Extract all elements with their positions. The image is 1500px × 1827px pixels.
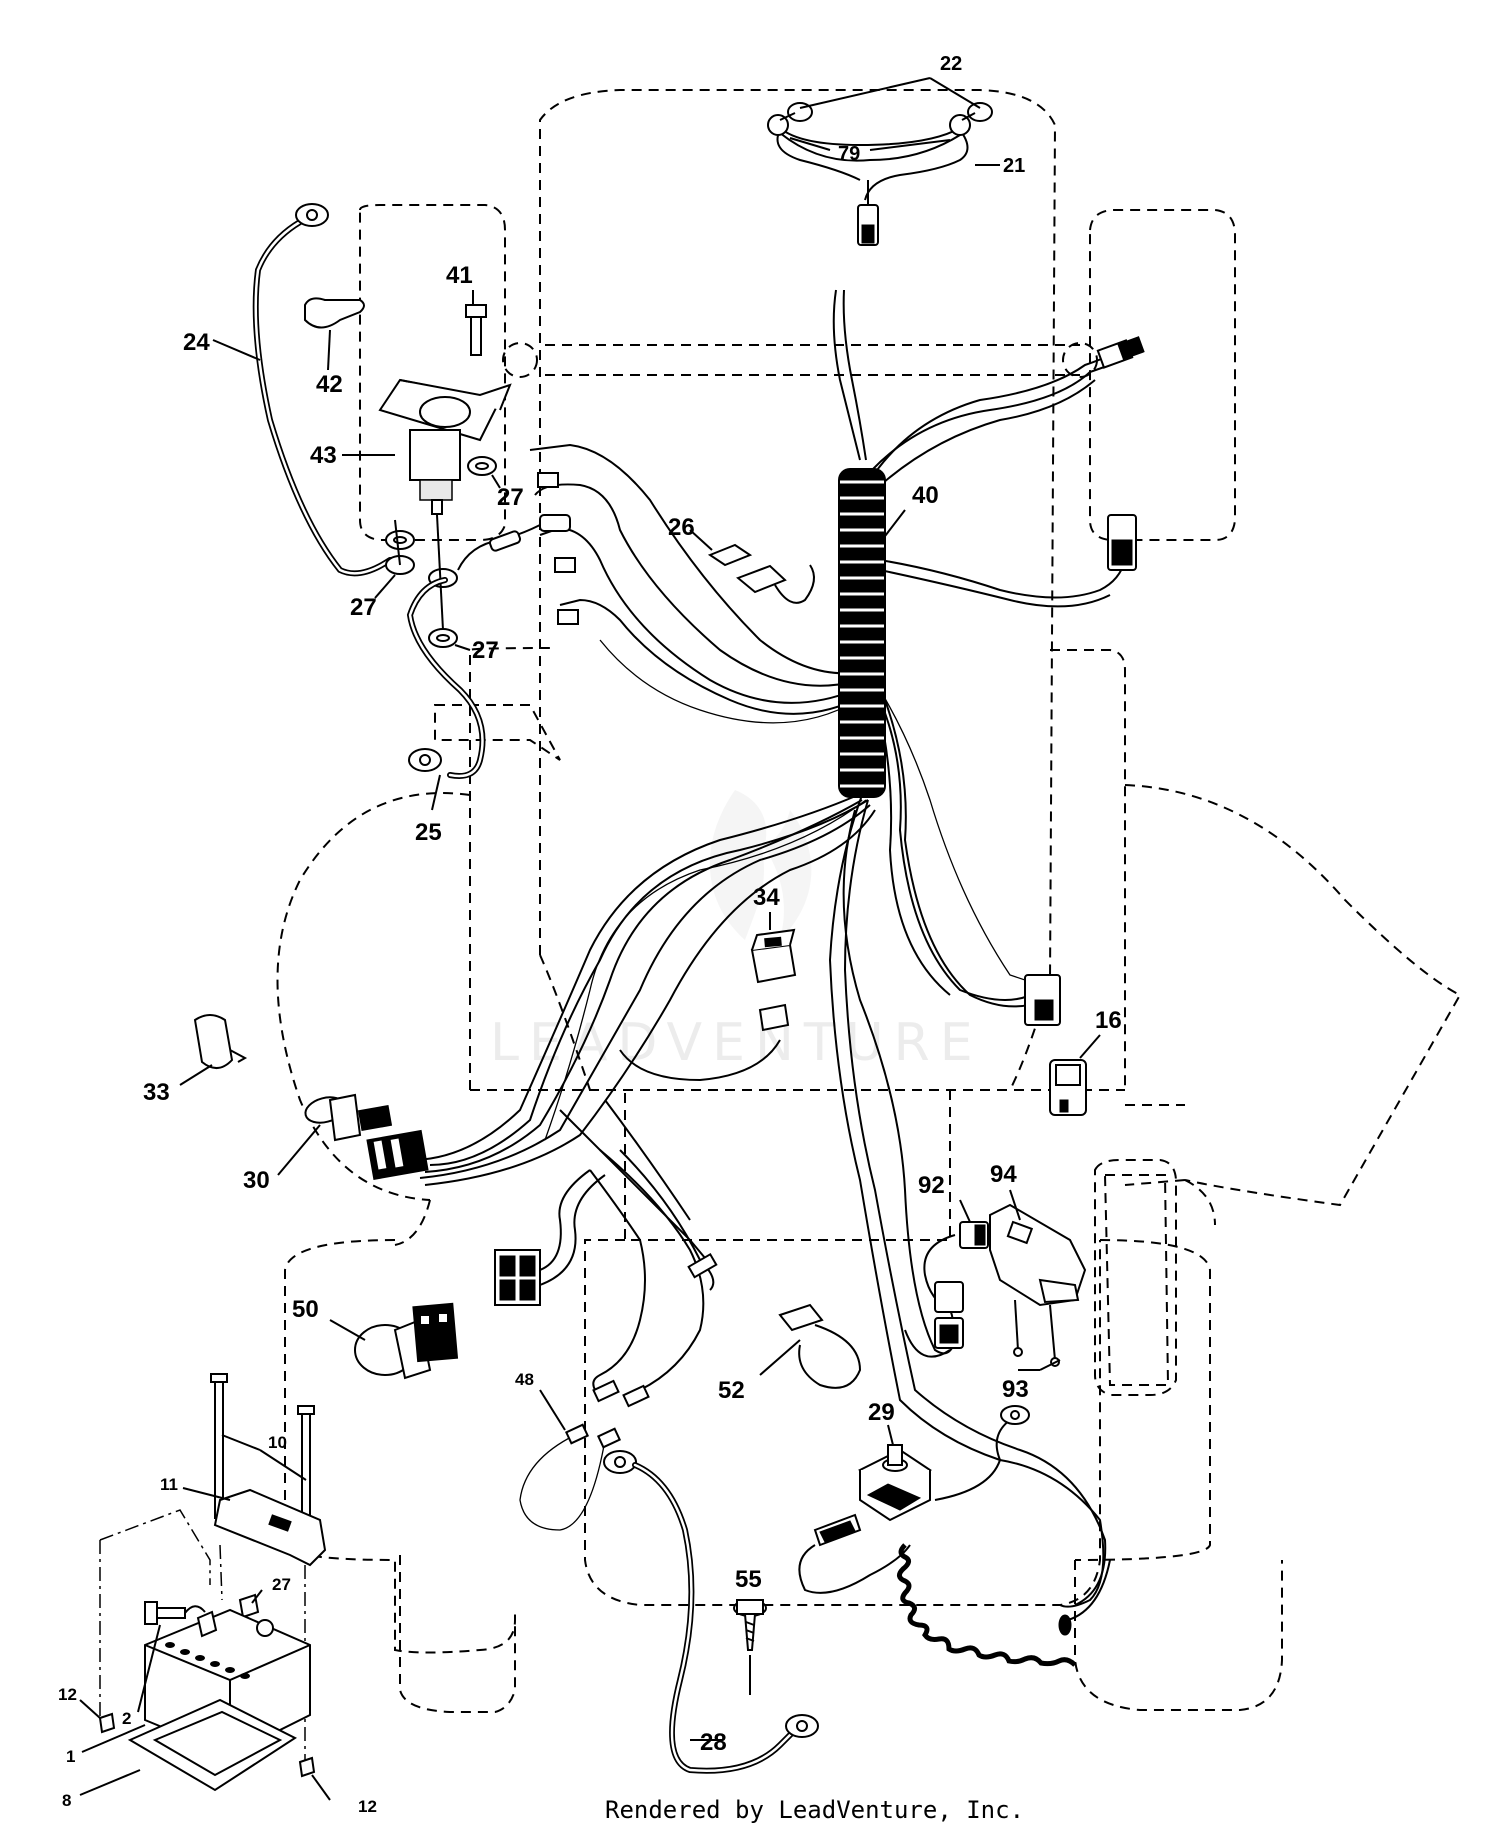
ignition-switch-30 bbox=[304, 1093, 429, 1180]
callout-28: 28 bbox=[700, 1729, 727, 1756]
callout-79: 79 bbox=[838, 143, 860, 165]
callout-16: 16 bbox=[1095, 1007, 1122, 1034]
callout-12-left: 12 bbox=[58, 1685, 77, 1704]
callout-1: 1 bbox=[66, 1747, 75, 1766]
callout-40: 40 bbox=[912, 482, 939, 509]
callout-48: 48 bbox=[515, 1370, 534, 1389]
main-wire-harness bbox=[414, 289, 1126, 1608]
connector-16 bbox=[1049, 1059, 1087, 1116]
callout-52: 52 bbox=[718, 1377, 745, 1404]
bulb-right bbox=[949, 102, 993, 136]
screw-55 bbox=[733, 1599, 767, 1695]
callout-12-right: 12 bbox=[358, 1797, 377, 1816]
pto-switch-50 bbox=[354, 1302, 459, 1380]
tractor-frame-outline bbox=[276, 89, 1462, 1713]
lead-wire-48 bbox=[519, 1423, 622, 1531]
connector-26 bbox=[707, 543, 815, 604]
terminal-wires bbox=[559, 1099, 718, 1408]
callout-29: 29 bbox=[868, 1399, 895, 1426]
callout-30: 30 bbox=[243, 1167, 270, 1194]
callout-34: 34 bbox=[753, 884, 780, 911]
watermark-logo bbox=[709, 790, 812, 940]
callout-92: 92 bbox=[918, 1172, 945, 1199]
callout-2: 2 bbox=[122, 1709, 131, 1728]
callout-labels: 22 79 21 24 42 41 43 27 27 27 26 40 25 3… bbox=[58, 53, 1122, 1816]
ground-cable-28 bbox=[603, 1450, 819, 1774]
callout-21: 21 bbox=[1003, 155, 1025, 177]
callout-25: 25 bbox=[415, 819, 442, 846]
callout-55: 55 bbox=[735, 1566, 762, 1593]
callout-22: 22 bbox=[940, 53, 962, 75]
callout-11: 11 bbox=[160, 1475, 178, 1494]
callout-27-lower: 27 bbox=[472, 637, 499, 664]
callout-27-upper: 27 bbox=[497, 484, 524, 511]
callout-50: 50 bbox=[292, 1296, 319, 1323]
starter-solenoid-area bbox=[252, 203, 579, 779]
footer-credit: Rendered by LeadVenture, Inc. bbox=[605, 1796, 1024, 1824]
callout-8: 8 bbox=[62, 1791, 71, 1810]
callout-26: 26 bbox=[668, 514, 695, 541]
callout-42: 42 bbox=[316, 371, 343, 398]
callout-93: 93 bbox=[1002, 1376, 1029, 1403]
callout-43: 43 bbox=[310, 442, 337, 469]
seat-switch-area bbox=[904, 1203, 1087, 1367]
watermark-text: LEADVENTURE bbox=[490, 1013, 983, 1073]
callout-24: 24 bbox=[183, 329, 210, 356]
headlight-assembly bbox=[767, 102, 993, 246]
battery-area bbox=[98, 1373, 327, 1792]
callout-41: 41 bbox=[446, 262, 473, 289]
harness-convoluted-sleeve bbox=[838, 468, 886, 798]
switch-34 bbox=[750, 928, 797, 1032]
connector-block-6pin bbox=[494, 1169, 606, 1306]
callout-27-battery: 27 bbox=[272, 1575, 291, 1594]
bulb-left bbox=[767, 102, 813, 136]
callout-27-left: 27 bbox=[350, 594, 377, 621]
callout-33: 33 bbox=[143, 1079, 170, 1106]
ignition-key-33 bbox=[193, 1014, 248, 1069]
right-connector-mid bbox=[1107, 514, 1137, 571]
leader-lines bbox=[79, 77, 1101, 1801]
callout-94: 94 bbox=[990, 1161, 1017, 1188]
right-connector-top bbox=[1096, 336, 1145, 369]
component-52 bbox=[778, 1303, 862, 1389]
callout-10: 10 bbox=[268, 1433, 287, 1452]
connector-rh-harness bbox=[1024, 974, 1061, 1026]
switch-29 bbox=[798, 1405, 1111, 1667]
